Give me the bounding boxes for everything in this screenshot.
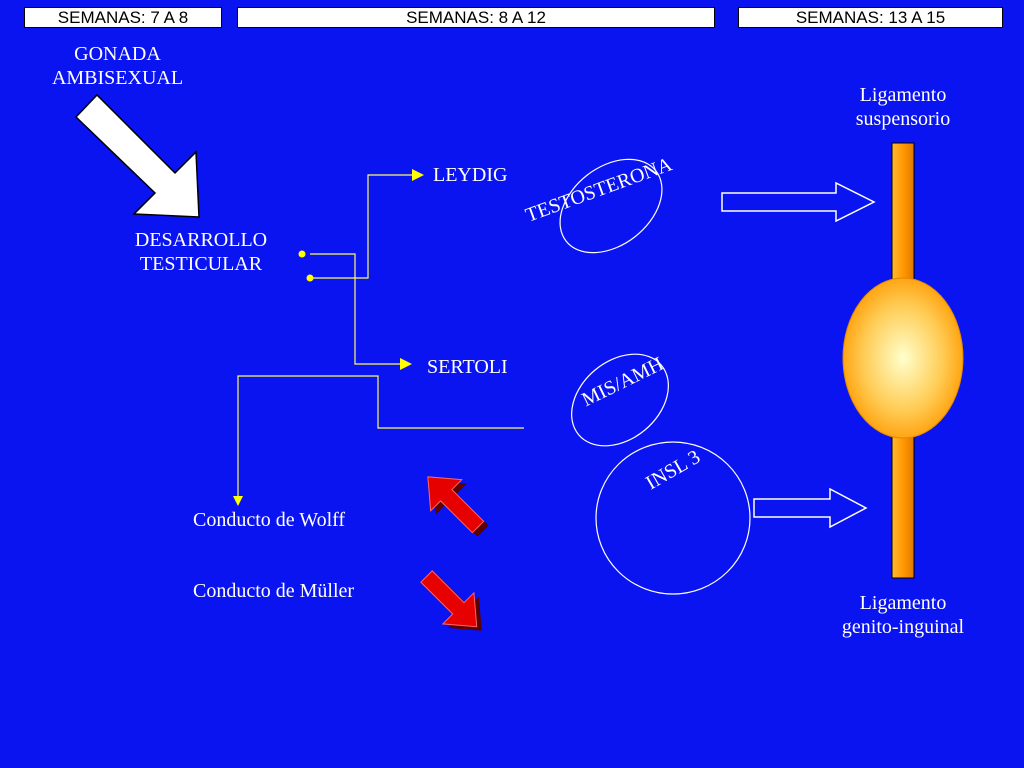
testosterona-arrow	[721, 181, 876, 223]
mis-amh-ellipse	[571, 353, 669, 447]
muller-down-arrow-icon	[420, 570, 482, 631]
insl3-arrow	[753, 487, 868, 529]
muller-label: Conducto de Müller	[193, 580, 355, 602]
leydig-arrowhead	[412, 169, 424, 181]
desarrollo-dot-1	[298, 250, 306, 258]
ligamento-suspensorio-label: Ligamento suspensorio	[855, 84, 951, 130]
wolff-up-arrow-icon	[427, 476, 489, 537]
wolff-arrowhead	[233, 496, 243, 506]
desarrollo-dot-2	[306, 274, 314, 282]
connector-lines	[237, 174, 524, 498]
testis-shape	[842, 277, 964, 439]
sertoli-label: SERTOLI	[427, 356, 508, 378]
ligamento-suspensorio-bar	[891, 142, 915, 289]
gen-sry-arrow	[74, 93, 200, 218]
desarrollo-testicular-label: DESARROLLO TESTICULAR	[134, 229, 268, 275]
ligamento-genito-inguinal-label: Ligamento genito-inguinal	[841, 592, 965, 638]
insl3-circle	[595, 441, 751, 595]
week-header-2: SEMANAS: 8 A 12	[237, 7, 715, 28]
sertoli-arrowhead	[400, 358, 412, 370]
week-header-1: SEMANAS: 7 A 8	[24, 7, 222, 28]
week-header-3: SEMANAS: 13 A 15	[738, 7, 1003, 28]
wolff-label: Conducto de Wolff	[193, 509, 346, 531]
testosterona-ellipse	[559, 158, 663, 254]
ligamento-genito-inguinal-bar	[891, 431, 915, 579]
gonada-label: GONADA AMBISEXUAL	[51, 43, 184, 89]
leydig-label: LEYDIG	[433, 164, 508, 186]
